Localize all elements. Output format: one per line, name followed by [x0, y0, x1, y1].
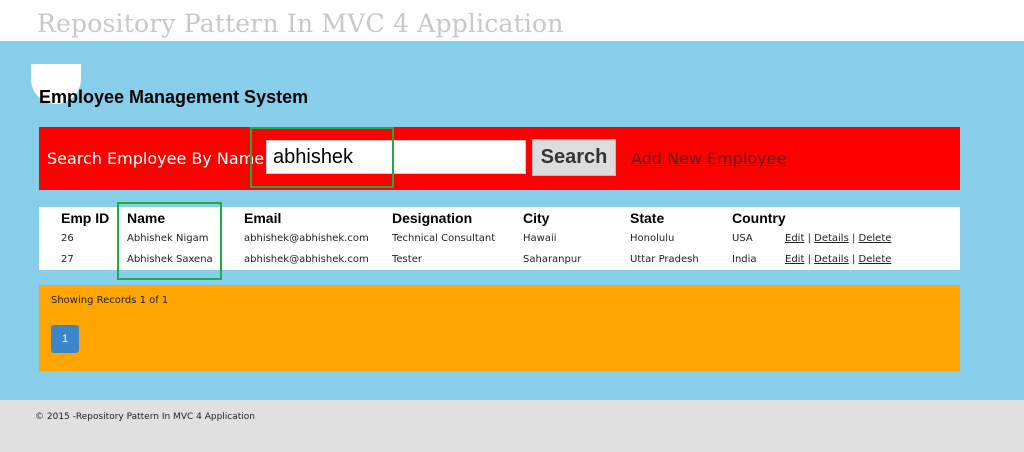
employee-table: Emp ID Name Email Designation City State… [39, 207, 960, 270]
search-button[interactable]: Search [532, 139, 616, 176]
cell-email: abhishek@abhishek.com [244, 233, 369, 244]
cell-emp-id: 27 [61, 254, 74, 265]
cell-state: Honolulu [630, 233, 675, 244]
column-header-designation: Designation [392, 210, 473, 226]
records-count-text: Showing Records 1 of 1 [51, 295, 169, 306]
column-header-country: Country [732, 210, 786, 226]
action-separator: | [851, 254, 856, 265]
footer: © 2015 -Repository Pattern In MVC 4 Appl… [0, 400, 1024, 452]
column-header-city: City [523, 210, 550, 226]
add-new-employee-link[interactable]: Add New Employee [631, 149, 787, 168]
action-separator: | [807, 233, 811, 244]
footer-copyright: © 2015 -Repository Pattern In MVC 4 Appl… [35, 412, 255, 422]
column-header-state: State [630, 210, 665, 226]
details-link[interactable]: Details [814, 233, 849, 244]
details-link[interactable]: Details [814, 254, 849, 265]
page-1-button[interactable]: 1 [51, 325, 79, 353]
row-actions: Edit | Details | Delete [785, 233, 891, 244]
delete-link[interactable]: Delete [858, 233, 892, 244]
action-separator: | [807, 254, 811, 265]
search-input[interactable] [266, 140, 526, 174]
pager-panel: Showing Records 1 of 1 1 [39, 285, 960, 371]
cell-city: Hawaii [523, 233, 557, 244]
cell-city: Saharanpur [523, 254, 582, 265]
page-title: Employee Management System [39, 87, 309, 107]
row-actions: Edit | Details | Delete [785, 254, 891, 265]
cell-emp-id: 26 [61, 233, 74, 244]
cell-email: abhishek@abhishek.com [244, 254, 369, 265]
cell-designation: Technical Consultant [392, 233, 496, 244]
cell-designation: Tester [392, 254, 422, 265]
cell-country: India [732, 254, 757, 265]
column-header-name: Name [127, 210, 166, 226]
site-title: Repository Pattern In MVC 4 Application [37, 9, 564, 38]
cell-state: Uttar Pradesh [630, 254, 699, 265]
cell-name: Abhishek Nigam [127, 233, 209, 244]
search-label: Search Employee By Name: [47, 149, 270, 168]
delete-link[interactable]: Delete [858, 254, 892, 265]
logo-circle [31, 64, 81, 104]
site-header: Repository Pattern In MVC 4 Application [0, 0, 1024, 41]
search-bar: Search Employee By Name: Search Add New … [39, 127, 960, 190]
column-header-emp-id: Emp ID [61, 210, 110, 226]
edit-link[interactable]: Edit [785, 254, 805, 265]
cell-name: Abhishek Saxena [127, 254, 213, 265]
action-separator: | [851, 233, 856, 244]
column-header-email: Email [244, 210, 282, 226]
edit-link[interactable]: Edit [785, 233, 805, 244]
cell-country: USA [732, 233, 753, 244]
